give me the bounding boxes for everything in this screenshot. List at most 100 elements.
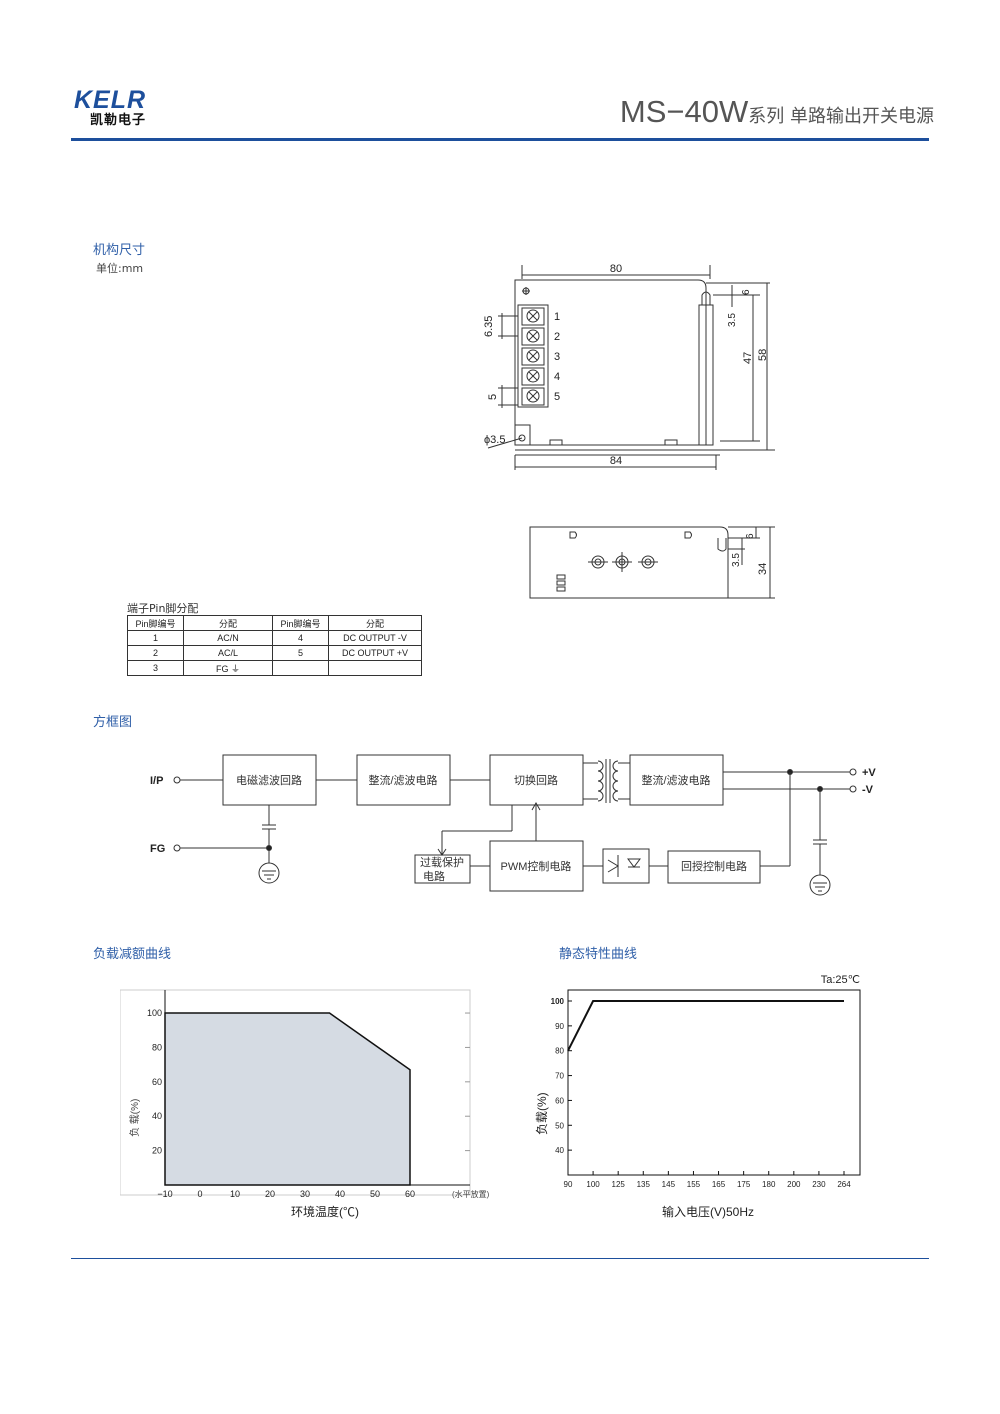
- side-dim-34: 34: [757, 563, 769, 575]
- terminal-2: [521, 327, 545, 346]
- table-cell: 5: [272, 645, 329, 661]
- x-tick-label: 0: [197, 1189, 202, 1199]
- x-tick-label: 100: [586, 1180, 600, 1189]
- logo-cn: 凯勒电子: [90, 112, 146, 127]
- x-tick-label: 165: [712, 1180, 726, 1189]
- dim-6-35: 6.35: [483, 316, 495, 337]
- dim-47: 47: [742, 352, 754, 364]
- pin-table-header: Pin脚编号 分配 Pin脚编号 分配: [127, 615, 422, 631]
- rect2-label: 整流/滤波电路: [641, 773, 710, 787]
- x-tick-label: 50: [370, 1189, 380, 1199]
- table-row: 1 AC/N 4 DC OUTPUT -V: [127, 630, 422, 646]
- table-row: 2 AC/L 5 DC OUTPUT +V: [127, 645, 422, 661]
- x-tick-label: −10: [157, 1189, 172, 1199]
- block-diagram: I/P FG +V -V: [150, 754, 876, 896]
- x-tick-label: 40: [335, 1189, 345, 1199]
- ground-icon: [809, 874, 831, 896]
- y-tick-label: 20: [152, 1146, 162, 1156]
- ovp-block: [414, 854, 471, 884]
- logo-text: KELR: [74, 86, 146, 114]
- table-cell: DC OUTPUT +V: [328, 645, 422, 661]
- x-tick-label: 200: [787, 1180, 801, 1189]
- terminal-label-1: 1: [554, 311, 560, 323]
- table-cell: AC/L: [183, 645, 273, 661]
- x-tick-label: 60: [405, 1189, 415, 1199]
- transformer-icon: [597, 759, 619, 803]
- static-line: [567, 1000, 844, 1052]
- x-tick-label: 180: [762, 1180, 776, 1189]
- out-neg-label: -V: [862, 784, 874, 796]
- x-tick-label: 20: [265, 1189, 275, 1199]
- x-tick-label: 155: [687, 1180, 701, 1189]
- y-tick-label: 80: [555, 1047, 564, 1056]
- model-name: MS−40W: [619, 94, 749, 129]
- series-title: 系列 单路输出开关电源: [748, 106, 934, 127]
- side-dim-3-5: 3.5: [731, 553, 742, 567]
- x-tick-label: 230: [812, 1180, 826, 1189]
- derating-frame: [120, 989, 471, 1196]
- x-tick-label: 30: [300, 1189, 310, 1199]
- feedback-block: [667, 850, 761, 884]
- table-cell: [328, 660, 422, 676]
- table-cell: 3: [127, 660, 184, 676]
- header-rule: [71, 138, 929, 141]
- terminal-4: [521, 367, 545, 386]
- dim-58: 58: [757, 349, 769, 361]
- table-cell: 4: [272, 630, 329, 646]
- table-cell: 1: [127, 630, 184, 646]
- y-tick-label: 90: [555, 1022, 564, 1031]
- x-tick-label: 264: [837, 1180, 851, 1189]
- dimensions-title: 机构尺寸: [93, 243, 146, 258]
- ovp-label-1: 过载保护: [420, 855, 464, 869]
- x-tick-label: 175: [737, 1180, 751, 1189]
- terminal-3: [521, 347, 545, 366]
- ovp-label-2: 电路: [423, 870, 445, 883]
- table-cell: [272, 660, 329, 676]
- pwm-label: PWM控制电路: [501, 859, 572, 873]
- x-tick-label: 10: [230, 1189, 240, 1199]
- emi-label: 电磁滤波回路: [236, 774, 302, 787]
- y-tick-label: 100: [551, 997, 565, 1006]
- y-tick-label: 50: [555, 1121, 564, 1130]
- terminal-5: [521, 387, 545, 406]
- fg-label: FG: [150, 843, 165, 855]
- dim-3-5: 3.5: [727, 313, 738, 327]
- terminal-label-2: 2: [554, 331, 560, 343]
- x-tick-label: 145: [662, 1180, 676, 1189]
- block-diagram-title: 方框图: [93, 715, 133, 730]
- table-cell: 2: [127, 645, 184, 661]
- ground-icon: [258, 862, 280, 884]
- switch-label: 切换回路: [514, 773, 558, 787]
- out-pos-label: +V: [862, 767, 876, 779]
- static-ylabel: 负载(%): [535, 1092, 549, 1135]
- dim-5: 5: [487, 394, 499, 400]
- y-tick-label: 40: [555, 1146, 564, 1155]
- header-cell: Pin脚编号: [272, 615, 329, 631]
- header-cell: 分配: [328, 615, 422, 631]
- static-title: 静态特性曲线: [559, 947, 638, 962]
- static-ta: Ta:25℃: [821, 974, 860, 986]
- footer-rule: [71, 1258, 929, 1259]
- dim-84: 84: [610, 455, 622, 467]
- derating-ylabel: 负 载(%): [128, 1099, 141, 1137]
- side-view-drawing: 6 3.5 34: [529, 526, 775, 599]
- derating-area: [164, 1012, 411, 1186]
- y-tick-label: 70: [555, 1072, 564, 1081]
- ip-label: I/P: [150, 775, 163, 787]
- page-title: MS−40W系列 单路输出开关电源: [620, 94, 934, 130]
- derating-note: (水平放置): [452, 1189, 490, 1199]
- kelr-logo: KELR 凯勒电子: [74, 86, 146, 127]
- static-xlabel: 输入电压(V)50Hz: [662, 1204, 754, 1219]
- terminal-1: [521, 307, 545, 326]
- rect1-label: 整流/滤波电路: [368, 773, 437, 787]
- y-tick-label: 60: [555, 1096, 564, 1105]
- table-cell: FG ⏚: [183, 660, 273, 676]
- y-tick-label: 80: [152, 1042, 162, 1052]
- optocoupler-icon: [602, 848, 650, 884]
- feedback-label: 回授控制电路: [681, 859, 747, 873]
- pin-table-caption: 端子Pin脚分配: [127, 602, 199, 615]
- x-tick-label: 90: [564, 1180, 573, 1189]
- derating-title: 负载减额曲线: [93, 947, 172, 962]
